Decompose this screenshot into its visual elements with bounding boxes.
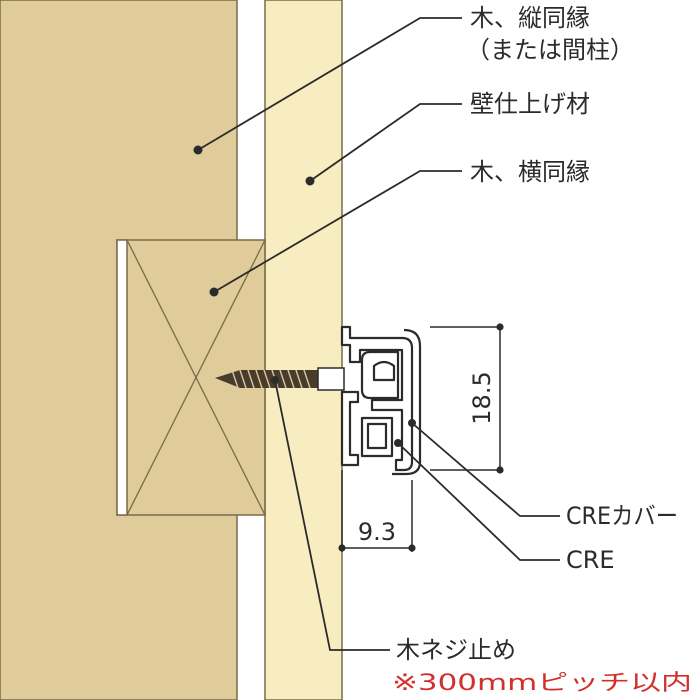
label-vertical-furring: 木、縦同縁: [470, 4, 590, 32]
horizontal-furring-edge: [116, 239, 128, 516]
label-screw-note: ※300mmピッチ以内: [392, 671, 692, 696]
dimension-depth-label: 9.3: [358, 518, 396, 546]
wall-finish-board: [264, 0, 343, 700]
leader-lines: [197, 17, 560, 651]
dimension-height-label: 18.5: [468, 371, 496, 424]
dimension-height: [430, 323, 504, 474]
block-cross-b: [126, 239, 266, 516]
label-cre: CRE: [566, 546, 615, 574]
label-wall-finish: 壁仕上げ材: [470, 90, 590, 118]
label-vertical-furring-alt: （または間柱）: [466, 36, 634, 64]
cre-cover: [392, 328, 422, 476]
dimension-depth: [338, 470, 416, 552]
leader-dots: [193, 145, 416, 447]
label-cre-cover: CREカバー: [566, 502, 678, 530]
label-screw: 木ネジ止め: [396, 636, 516, 664]
cre-profile: [340, 325, 414, 472]
label-horizontal-furring: 木、横同縁: [470, 158, 590, 186]
